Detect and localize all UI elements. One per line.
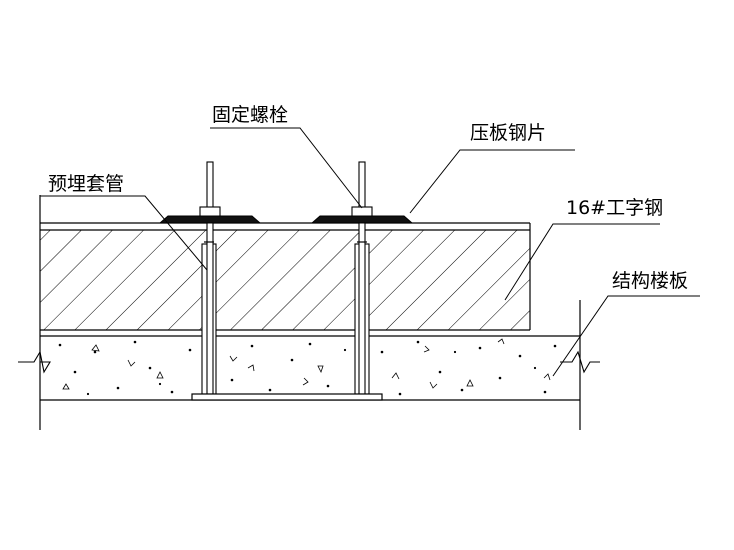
concrete-aggregate [58, 338, 557, 396]
label-structural-slab: 结构楼板 [612, 270, 688, 292]
label-i-beam: 16#工字钢 [566, 197, 663, 219]
i-beam-hatch [40, 230, 530, 330]
leader-i-beam [504, 223, 660, 301]
leader-embedded-sleeve [40, 195, 208, 271]
anchor-assembly-left [158, 161, 262, 395]
bottom-anchor-plate [191, 393, 383, 401]
pressing-plate [310, 215, 414, 224]
label-embedded-sleeve: 预埋套管 [48, 173, 124, 195]
fixing-bolt [206, 161, 214, 395]
structural-slab [18, 300, 600, 430]
left-break-line [18, 350, 51, 374]
leader-lines [40, 127, 700, 377]
pressing-plate [158, 215, 262, 224]
leader-pressing-plate [409, 149, 575, 214]
leader-structural-slab [552, 295, 700, 377]
leader-fixing-bolt [210, 127, 363, 209]
fixing-bolt [358, 161, 366, 395]
i-beam-section [39, 195, 531, 430]
label-fixing-bolt: 固定螺栓 [212, 104, 288, 126]
right-break-line [560, 350, 600, 374]
label-pressing-plate: 压板钢片 [470, 122, 546, 144]
